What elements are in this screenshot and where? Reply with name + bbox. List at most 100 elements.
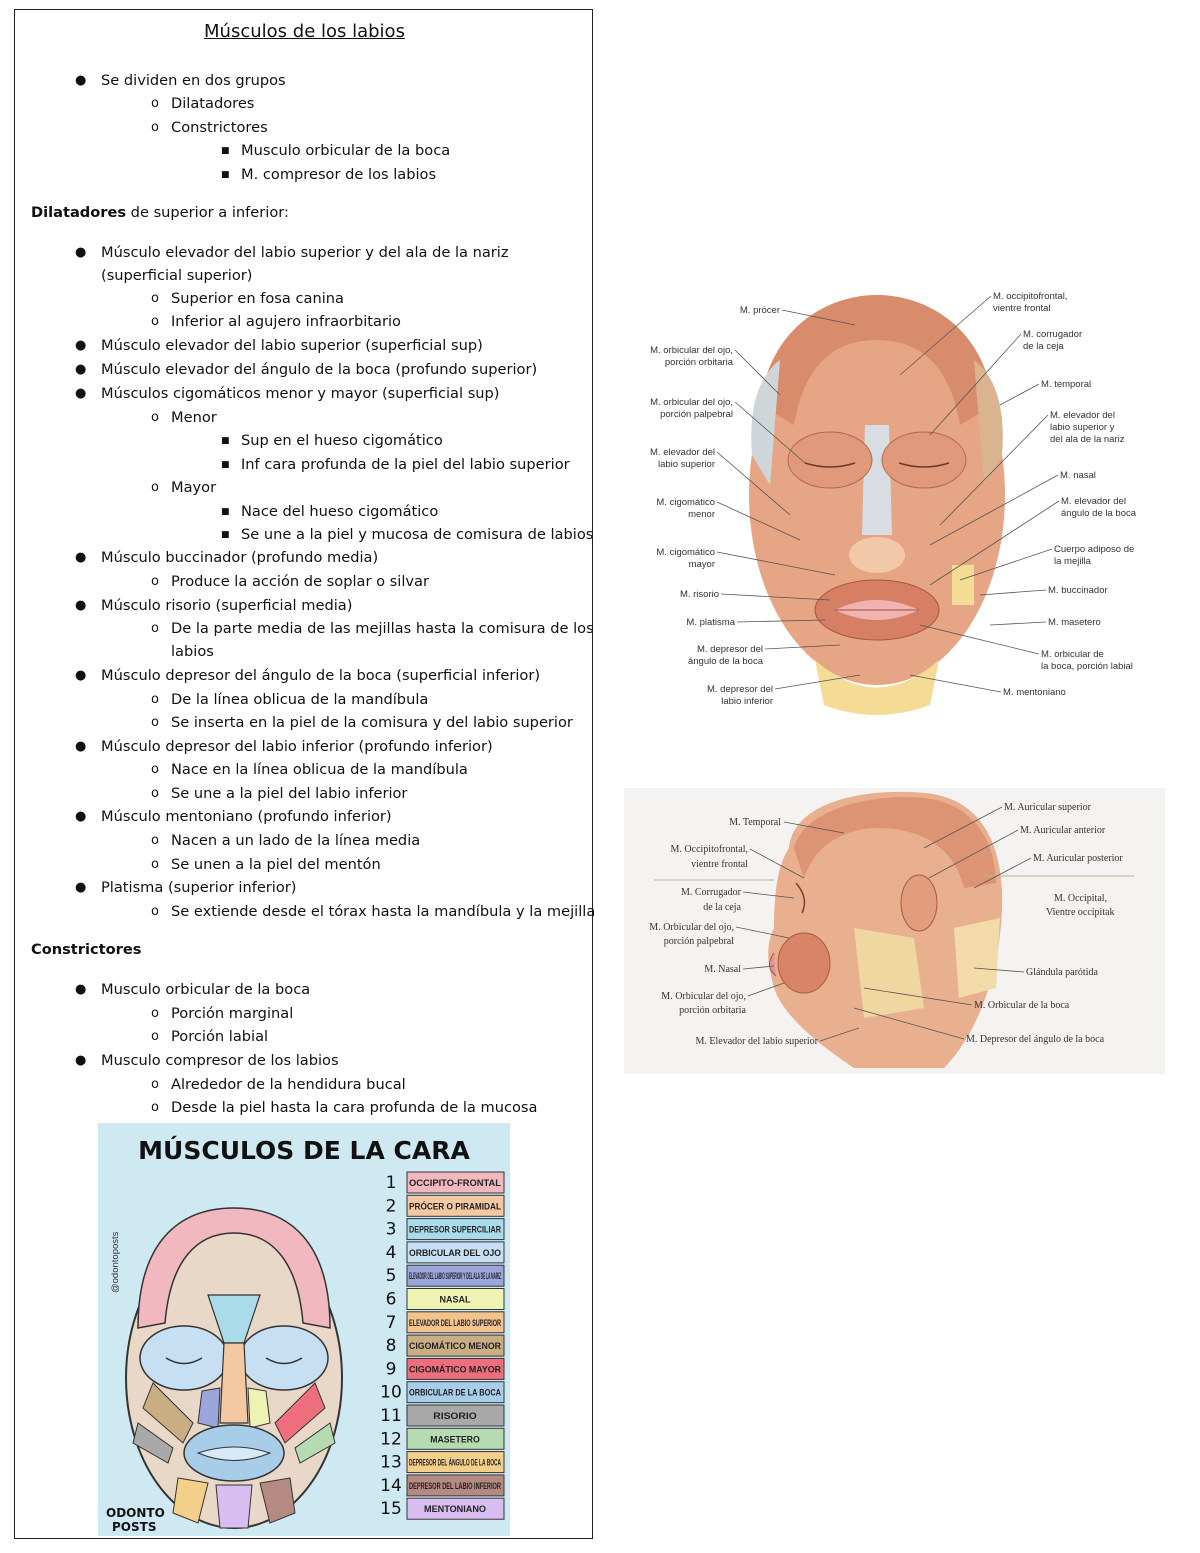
leader-line	[735, 926, 790, 939]
list-item: Musculo compresor de los labios	[101, 1052, 339, 1069]
leader-line	[716, 451, 791, 516]
leader-line	[742, 891, 795, 899]
legend-number: 12	[380, 1429, 402, 1449]
leader-line	[774, 674, 861, 690]
bullet-level-2: o	[151, 1100, 159, 1115]
legend-swatch	[406, 1404, 505, 1427]
list-item: Superior en fosa canina	[171, 290, 344, 307]
anatomy-label: M. Orbicular de la boca	[974, 1000, 1070, 1011]
anatomy-label: M. Depresor del ángulo de la boca	[966, 1034, 1105, 1045]
leader-line	[716, 501, 801, 541]
list-item: Músculos cigomáticos menor y mayor (supe…	[101, 385, 500, 402]
anatomy-label: porción orbitaria	[665, 357, 734, 368]
list-item: Se dividen en dos grupos	[101, 72, 286, 89]
leader-line	[973, 967, 1025, 973]
bullet-level-1: ●	[75, 73, 87, 88]
bullet-level-3: ■	[221, 530, 230, 540]
anatomy-label: M. elevador del	[1050, 410, 1115, 421]
legend-label: ELEVADOR DEL LABIO SUPERIOR Y DEL ALA DE…	[409, 1271, 501, 1281]
list-item: Produce la acción de soplar o silvar	[171, 573, 429, 590]
leader-line	[853, 1007, 965, 1040]
anatomy-label: M. cigomático	[656, 497, 715, 508]
list-item: Alrededor de la hendidura bucal	[171, 1076, 406, 1093]
legend-swatch	[406, 1288, 505, 1310]
legend-label: OCCIPITO-FRONTAL	[409, 1178, 502, 1188]
anatomy-label: vientre frontal	[691, 859, 748, 870]
legend-swatch	[406, 1334, 505, 1357]
legend-swatch	[406, 1474, 505, 1497]
list-item: Músculo risorio (superficial media)	[101, 597, 353, 614]
legend-label: MASETERO	[430, 1434, 480, 1444]
legend-swatch	[406, 1451, 505, 1474]
bullet-level-3: ■	[221, 507, 230, 517]
legend-label: PRÓCER O PIRAMIDAL	[409, 1200, 501, 1211]
anatomy-label: M. Orbicular del ojo,	[661, 991, 746, 1002]
anatomy-label: M. platisma	[686, 617, 735, 628]
anatomy-label: M. risorio	[680, 589, 719, 600]
list-item: Musculo orbicular de la boca	[241, 142, 451, 159]
anatomy-label: Glándula parótida	[1026, 967, 1098, 978]
list-item: Músculo depresor del labio inferior (pro…	[101, 738, 493, 755]
list-item: Platisma (superior inferior)	[101, 879, 297, 896]
poster-title: MÚSCULOS DE LA CARA	[138, 1135, 470, 1165]
legend-label: DEPRESOR SUPERCILIAR	[409, 1225, 501, 1235]
list-item: Se une a la piel y mucosa de comisura de…	[241, 526, 594, 543]
anatomy-label: M. Auricular posterior	[1033, 853, 1123, 864]
anatomy-label: M. masetero	[1048, 617, 1101, 628]
legend-number: 3	[386, 1220, 397, 1240]
list-item: Se inserta en la piel de la comisura y d…	[171, 714, 573, 731]
leader-line	[863, 987, 973, 1006]
leader-line	[909, 674, 1002, 693]
anatomy-label: M. Orbicular del ojo,	[649, 922, 734, 933]
leader-line	[747, 982, 785, 997]
bullet-level-2: o	[151, 692, 159, 707]
legend-label: CIGOMÁTICO MENOR	[409, 1341, 501, 1351]
bullet-level-2: o	[151, 1077, 159, 1092]
list-item: Nacen a un lado de la línea media	[171, 832, 421, 849]
bullet-level-2: o	[151, 715, 159, 730]
leader-line	[973, 857, 1032, 889]
section-heading-rest: de superior a inferior:	[126, 204, 289, 221]
side-face-illustration	[768, 791, 1003, 1068]
anatomy-label: ángulo de la boca	[1061, 508, 1137, 519]
legend-swatch	[406, 1427, 505, 1450]
bullet-level-2: o	[151, 1029, 159, 1044]
legend-label: CIGOMÁTICO MAYOR	[409, 1364, 501, 1374]
anatomy-label: la mejilla	[1054, 556, 1092, 567]
list-item: Músculo buccinador (profundo media)	[101, 549, 379, 566]
anatomy-label: M. depresor del	[697, 644, 763, 655]
anatomy-label: M. mentoniano	[1003, 687, 1066, 698]
list-item: Inferior al agujero infraorbitario	[171, 313, 401, 330]
poster-brand-2: POSTS	[112, 1520, 156, 1534]
bullet-level-2: o	[151, 410, 159, 425]
anatomy-label: M. Auricular superior	[1004, 802, 1092, 813]
legend-swatch	[406, 1264, 505, 1287]
list-item: Dilatadores	[171, 95, 255, 112]
legend-number: 10	[380, 1383, 402, 1403]
bullet-level-2: o	[151, 314, 159, 329]
list-item: Nace en la línea oblicua de la mandíbula	[171, 761, 468, 778]
legend-swatch	[406, 1381, 505, 1404]
legend-swatch	[406, 1497, 505, 1520]
list-item: labios	[171, 643, 214, 660]
bullet-level-2: o	[151, 833, 159, 848]
anatomy-label: M. cigomático	[656, 547, 715, 558]
anatomy-label: porción palpebral	[660, 409, 733, 420]
bullet-level-1: ●	[75, 362, 87, 377]
anatomy-label: M. orbicular de	[1041, 649, 1104, 660]
list-item: Menor	[171, 409, 217, 426]
anatomy-label: labio superior	[658, 459, 715, 470]
bullet-level-2: o	[151, 786, 159, 801]
legend-swatch	[406, 1171, 505, 1194]
page-title: Músculos de los labios	[204, 21, 405, 42]
list-item: Musculo orbicular de la boca	[101, 981, 311, 998]
anatomy-label: Vientre occipitak	[1046, 907, 1115, 918]
legend-label: DEPRESOR DEL ÁNGULO DE LA BOCA	[409, 1458, 501, 1468]
bullet-level-2: o	[151, 574, 159, 589]
anatomy-label: M. occipitofrontal,	[993, 291, 1067, 302]
anatomy-label: M. temporal	[1041, 379, 1091, 390]
leader-line	[929, 333, 1022, 436]
leader-line	[999, 383, 1040, 406]
